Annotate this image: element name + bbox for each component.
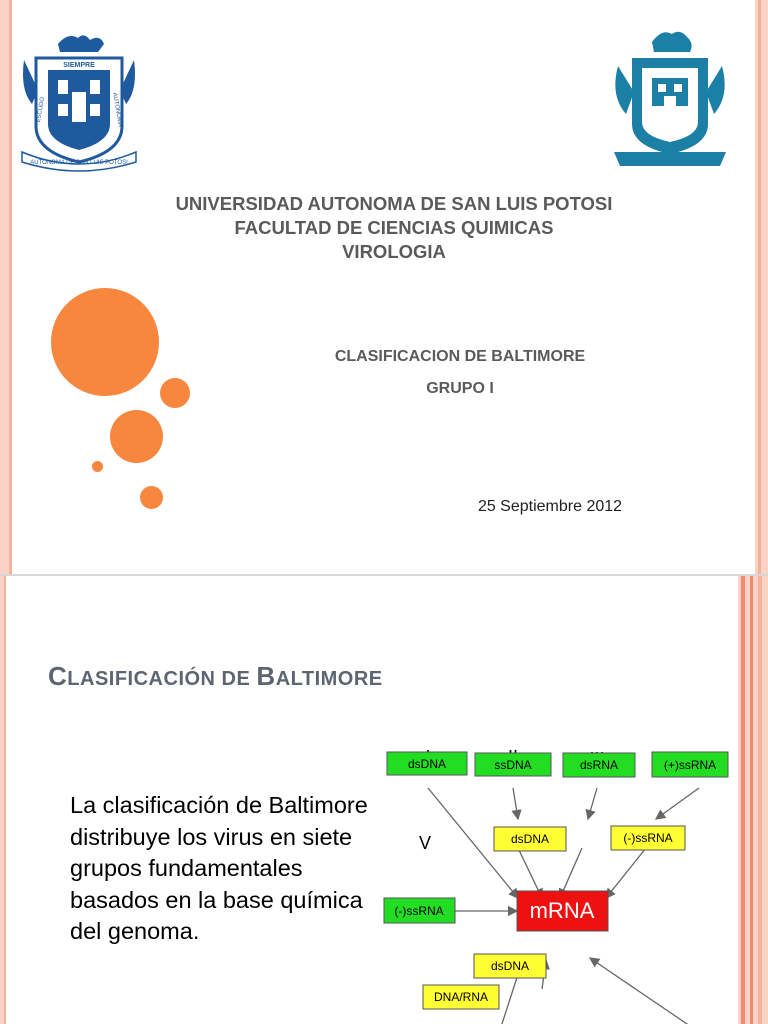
presentation-date: 25 Septiembre 2012 <box>477 498 623 515</box>
bottom-box-dsdna: dsDNA <box>473 953 547 979</box>
bottom-box-dna-rna: DNA/RNA <box>422 984 500 1010</box>
left-border-stripe <box>0 576 4 1024</box>
top-box-dsdna: dsDNA <box>386 751 468 776</box>
decor-circle-tiny <box>140 486 163 509</box>
group-subtitle: GRUPO I <box>426 380 494 397</box>
svg-text:dsRNA: dsRNA <box>580 758 618 772</box>
svg-text:(-)ssRNA: (-)ssRNA <box>623 831 672 845</box>
decor-circle-medium <box>110 410 163 463</box>
left-border-stripe-inner <box>4 576 6 1024</box>
svg-text:mRNA: mRNA <box>530 898 595 923</box>
content-slide: CLASIFICACIÓN DE BALTIMORE La clasificac… <box>0 576 768 1024</box>
svg-text:SIEMPRE: SIEMPRE <box>63 62 95 69</box>
right-border-stripe-inner <box>758 0 761 576</box>
svg-text:dsDNA: dsDNA <box>511 832 549 846</box>
baltimore-diagram: I II III IV V dsDNA ssDNA <box>383 747 729 1024</box>
title-block: UNIVERSIDAD AUTONOMA DE SAN LUIS POTOSI … <box>130 192 658 264</box>
mid-box-dsdna: dsDNA <box>493 826 567 852</box>
top-box-dsrna: dsRNA <box>562 752 636 778</box>
svg-text:(-)ssRNA: (-)ssRNA <box>394 904 443 918</box>
svg-text:AUTONOMA DE SAN LUIS POTOSI: AUTONOMA DE SAN LUIS POTOSI <box>30 160 128 166</box>
university-logo-right <box>614 31 726 166</box>
group-label-v: V <box>419 833 431 853</box>
university-name: UNIVERSIDAD AUTONOMA DE SAN LUIS POTOSI <box>175 193 613 214</box>
svg-text:AUTONOMA: AUTONOMA <box>111 92 123 127</box>
svg-text:dsDNA: dsDNA <box>408 757 446 771</box>
slide-body-text: La clasificación de Baltimore distribuye… <box>70 792 368 944</box>
decor-circle-dot <box>92 461 103 472</box>
slide-heading: CLASIFICACIÓN DE BALTIMORE <box>48 661 383 691</box>
right-border-stripe-3 <box>758 576 762 1024</box>
university-logo-left: SIEMPRE ESCUDO AUTONOMA AUTONOMA DE SAN … <box>21 35 137 172</box>
center-box-mrna: mRNA <box>516 890 609 932</box>
right-border-stripe <box>755 0 768 576</box>
left-border-stripe-inner <box>9 0 12 576</box>
svg-text:(+)ssRNA: (+)ssRNA <box>664 758 716 772</box>
decor-circle-small <box>160 378 190 408</box>
top-box-plus-ssrna: (+)ssRNA <box>651 751 729 778</box>
right-border-stripe-2 <box>750 576 753 1024</box>
left-box-minus-ssrna: (-)ssRNA <box>383 897 456 924</box>
svg-text:ESCUDO: ESCUDO <box>36 96 46 123</box>
svg-text:ssDNA: ssDNA <box>494 758 531 772</box>
faculty-name: FACULTAD DE CIENCIAS QUIMICAS <box>234 217 554 238</box>
svg-text:dsDNA: dsDNA <box>491 959 529 973</box>
top-box-ssdna: ssDNA <box>474 752 552 777</box>
mid-box-minus-ssrna: (-)ssRNA <box>610 825 686 851</box>
decor-circle-large <box>51 288 159 396</box>
presentation-subtitle: CLASIFICACION DE BALTIMORE <box>334 348 586 365</box>
left-border-stripe <box>0 0 9 576</box>
right-border-stripe-1 <box>741 576 745 1024</box>
svg-text:DNA/RNA: DNA/RNA <box>434 990 488 1004</box>
course-name: VIROLOGIA <box>342 241 446 262</box>
title-slide: SIEMPRE ESCUDO AUTONOMA AUTONOMA DE SAN … <box>0 0 768 576</box>
